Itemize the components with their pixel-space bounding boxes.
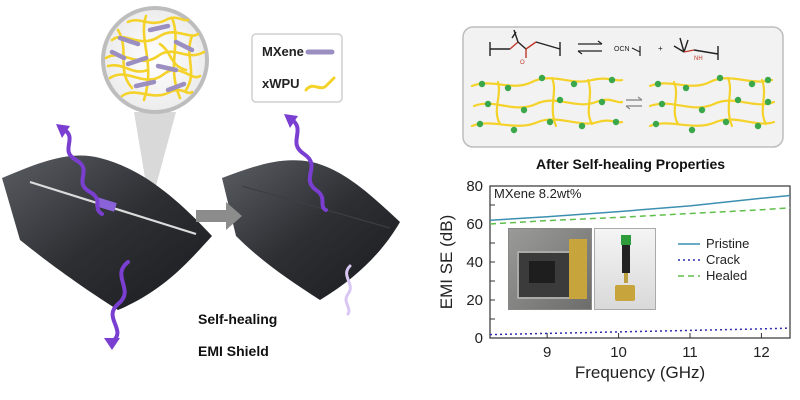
series-line-healed	[489, 207, 791, 225]
equilibrium-arrows-network	[625, 96, 643, 110]
cracked-sheet	[2, 155, 212, 310]
amine-nh-label: NH	[694, 56, 703, 62]
healed-line	[241, 185, 391, 229]
zoom-cone	[134, 112, 176, 208]
y-tick-label: 60	[466, 216, 483, 233]
y-tick-label: 80	[466, 178, 483, 195]
legend-label-pristine: Pristine	[706, 236, 749, 251]
weight-photo	[594, 228, 656, 310]
series-line-pristine	[489, 194, 791, 221]
incident-wave-1	[60, 126, 104, 216]
transmitted-wave-1	[110, 260, 130, 344]
xwpu-swatch	[304, 76, 336, 92]
material-legend-box: MXene xWPU	[251, 33, 343, 103]
y-tick-label: 20	[466, 292, 483, 309]
y-axis-title: EMI SE (dB)	[437, 215, 456, 309]
x-tick-label: 9	[543, 344, 551, 361]
incident-wave-2	[288, 116, 328, 212]
wave-arrow-icon	[104, 338, 120, 350]
process-arrow	[196, 202, 242, 230]
x-tick-label: 11	[682, 344, 698, 361]
hindered-urea-structure	[489, 29, 561, 58]
y-tick-label: 40	[466, 254, 483, 271]
amine-structure	[673, 37, 719, 60]
legend-mxene-label: MXene	[262, 44, 304, 59]
x-axis-title: Frequency (GHz)	[575, 363, 705, 382]
legend-label-healed: Healed	[706, 268, 747, 283]
zoom-circle	[101, 6, 209, 114]
wave-arrow-icon	[56, 124, 70, 138]
chemistry-panel: O OCN + NH	[462, 26, 784, 148]
isocyanate-label: OCN	[614, 46, 630, 53]
oxygen-atom: O	[520, 60, 525, 66]
waveguide-photo	[508, 228, 592, 310]
series-line-crack	[489, 327, 791, 336]
x-tick-label: 10	[610, 344, 627, 361]
plus-sign: +	[658, 44, 663, 53]
attenuated-wave	[344, 264, 352, 316]
wave-arrow-icon	[284, 114, 298, 128]
chart-title: MXene 8.2wt%	[494, 186, 582, 201]
caption-line-1: Self-healing	[198, 311, 277, 327]
crack-highlight	[94, 197, 117, 212]
legend-label-crack: Crack	[706, 252, 740, 267]
x-tick-label: 12	[753, 344, 770, 361]
schematic-illustration: MXene xWPU Self-healing EMI Shield	[2, 6, 400, 359]
crosslink-nodes-right	[652, 74, 772, 134]
section-title: After Self-healing Properties	[536, 156, 726, 172]
y-tick-label: 0	[475, 330, 483, 347]
healed-sheet	[222, 160, 400, 300]
legend-xwpu-label: xWPU	[262, 76, 300, 91]
caption-line-2: EMI Shield	[198, 343, 269, 359]
equilibrium-arrows-top	[577, 40, 603, 55]
crosslink-nodes-left	[476, 74, 620, 134]
